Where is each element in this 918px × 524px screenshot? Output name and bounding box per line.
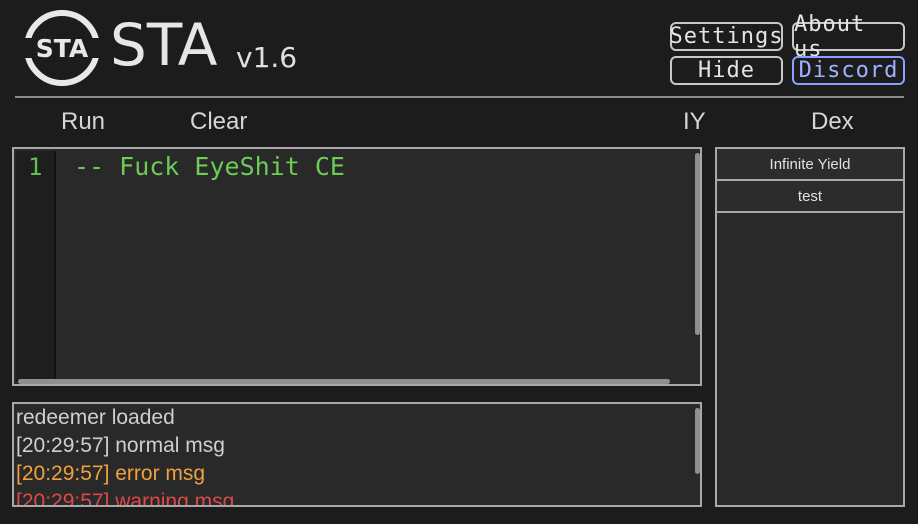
script-list: Infinite Yield test	[715, 147, 905, 507]
console-line: redeemer loaded	[16, 406, 175, 429]
sta-logo: STA	[22, 8, 102, 88]
app-version: v1.6	[236, 41, 298, 74]
console-line: [20:29:57] error msg	[16, 462, 206, 485]
code-line[interactable]: -- Fuck EyeShit CE	[74, 152, 345, 181]
line-number: 1	[28, 153, 43, 181]
run-button[interactable]: Run	[61, 108, 106, 135]
discord-button[interactable]: Discord	[792, 56, 905, 85]
console-line: [20:29:57] warning msg	[16, 490, 235, 507]
output-console: redeemer loaded [20:29:57] normal msg [2…	[12, 402, 702, 507]
header-divider	[15, 96, 904, 98]
code-editor[interactable]: 1 -- Fuck EyeShit CE	[12, 147, 702, 386]
iy-button[interactable]: IY	[683, 108, 706, 135]
line-gutter	[16, 151, 56, 382]
console-line: [20:29:57] normal msg	[16, 434, 225, 457]
console-vertical-scrollbar[interactable]	[695, 408, 700, 474]
settings-button[interactable]: Settings	[669, 22, 784, 51]
dex-button[interactable]: Dex	[811, 108, 854, 135]
clear-button[interactable]: Clear	[190, 108, 248, 135]
script-item-infinite-yield[interactable]: Infinite Yield	[717, 149, 903, 181]
about-us-button[interactable]: About us	[792, 12, 905, 62]
script-item-test[interactable]: test	[717, 181, 903, 213]
app-title: STA	[110, 11, 218, 79]
logo-text: STA	[36, 34, 89, 63]
editor-horizontal-scrollbar[interactable]	[18, 379, 670, 384]
editor-vertical-scrollbar[interactable]	[695, 153, 700, 335]
hide-button[interactable]: Hide	[670, 56, 783, 85]
